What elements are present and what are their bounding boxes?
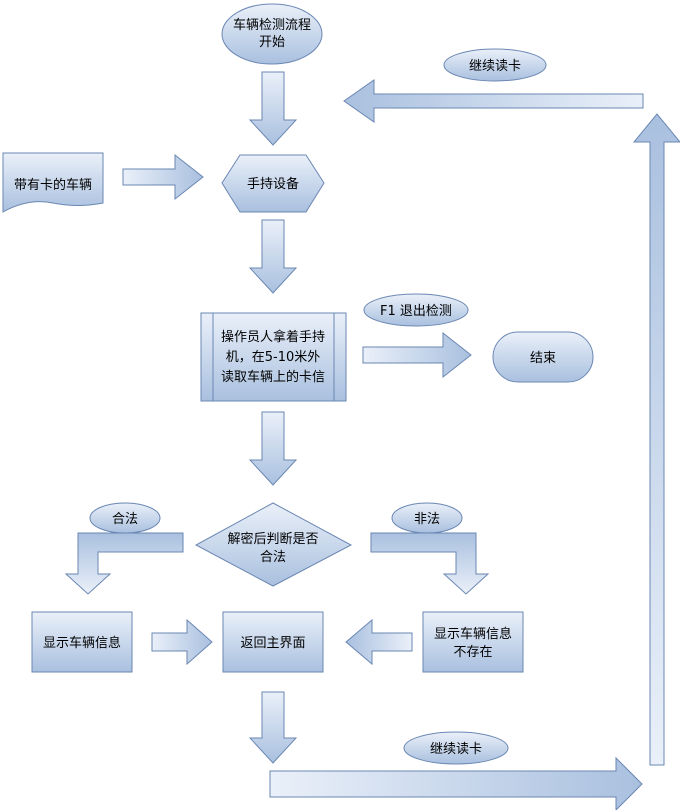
vehicle-document-node <box>2 152 104 213</box>
return-main-node <box>222 611 324 673</box>
arrow-continue-top <box>343 79 644 123</box>
arrow-right-vertical <box>632 113 680 766</box>
illegal-label: 非法 <box>414 512 440 527</box>
legal-label: 合法 <box>112 512 138 527</box>
continue-bottom-label: 继续读卡 <box>430 742 482 757</box>
arrow-illegal-branch <box>370 532 490 595</box>
decision-label-line1: 解密后判断是否 <box>227 531 318 547</box>
arrow-noinfo-to-return <box>345 618 413 666</box>
arrow-handheld-to-process <box>248 219 298 294</box>
label-illegal-bubble <box>391 502 463 534</box>
start-label-line1: 车辆检测流程 <box>233 17 311 33</box>
no-info-label-line2: 不存在 <box>453 645 492 660</box>
arrow-show-to-return <box>151 618 213 666</box>
end-node <box>492 331 594 383</box>
arrow-start-to-handheld <box>248 71 298 146</box>
exit-label: F1 退出检测 <box>380 304 452 319</box>
process-label-line2: 机，在5-10米外 <box>226 350 321 365</box>
end-label: 结束 <box>530 351 556 366</box>
arrow-legal-branch <box>64 532 184 595</box>
label-continue-top-bubble <box>443 48 547 82</box>
process-label-line3: 读取车辆上的卡信 <box>221 369 325 385</box>
label-continue-bottom-bubble <box>403 731 509 765</box>
label-exit-bubble <box>363 293 469 327</box>
decision-node <box>194 502 353 587</box>
arrow-process-to-decision <box>248 411 298 486</box>
process-label-line1: 操作员人拿着手持 <box>221 329 325 345</box>
label-legal-bubble <box>89 502 161 534</box>
handheld-device-node <box>221 154 325 213</box>
arrow-return-down <box>248 691 298 764</box>
arrow-bottom-return <box>269 756 643 810</box>
arrow-process-to-end <box>362 331 472 379</box>
no-info-node <box>422 611 524 673</box>
process-node <box>200 312 347 402</box>
no-info-label-line1: 显示车辆信息 <box>434 626 512 642</box>
continue-top-label: 继续读卡 <box>469 59 521 74</box>
start-node <box>221 3 323 65</box>
show-info-node <box>31 611 133 673</box>
return-main-label: 返回主界面 <box>240 636 305 651</box>
arrow-vehicle-to-handheld <box>122 153 204 201</box>
handheld-label: 手持设备 <box>247 176 299 192</box>
show-info-label: 显示车辆信息 <box>43 635 121 651</box>
decision-label-line2: 合法 <box>260 550 286 565</box>
start-label-line2: 开始 <box>259 35 285 50</box>
vehicle-label: 带有卡的车辆 <box>14 177 92 193</box>
